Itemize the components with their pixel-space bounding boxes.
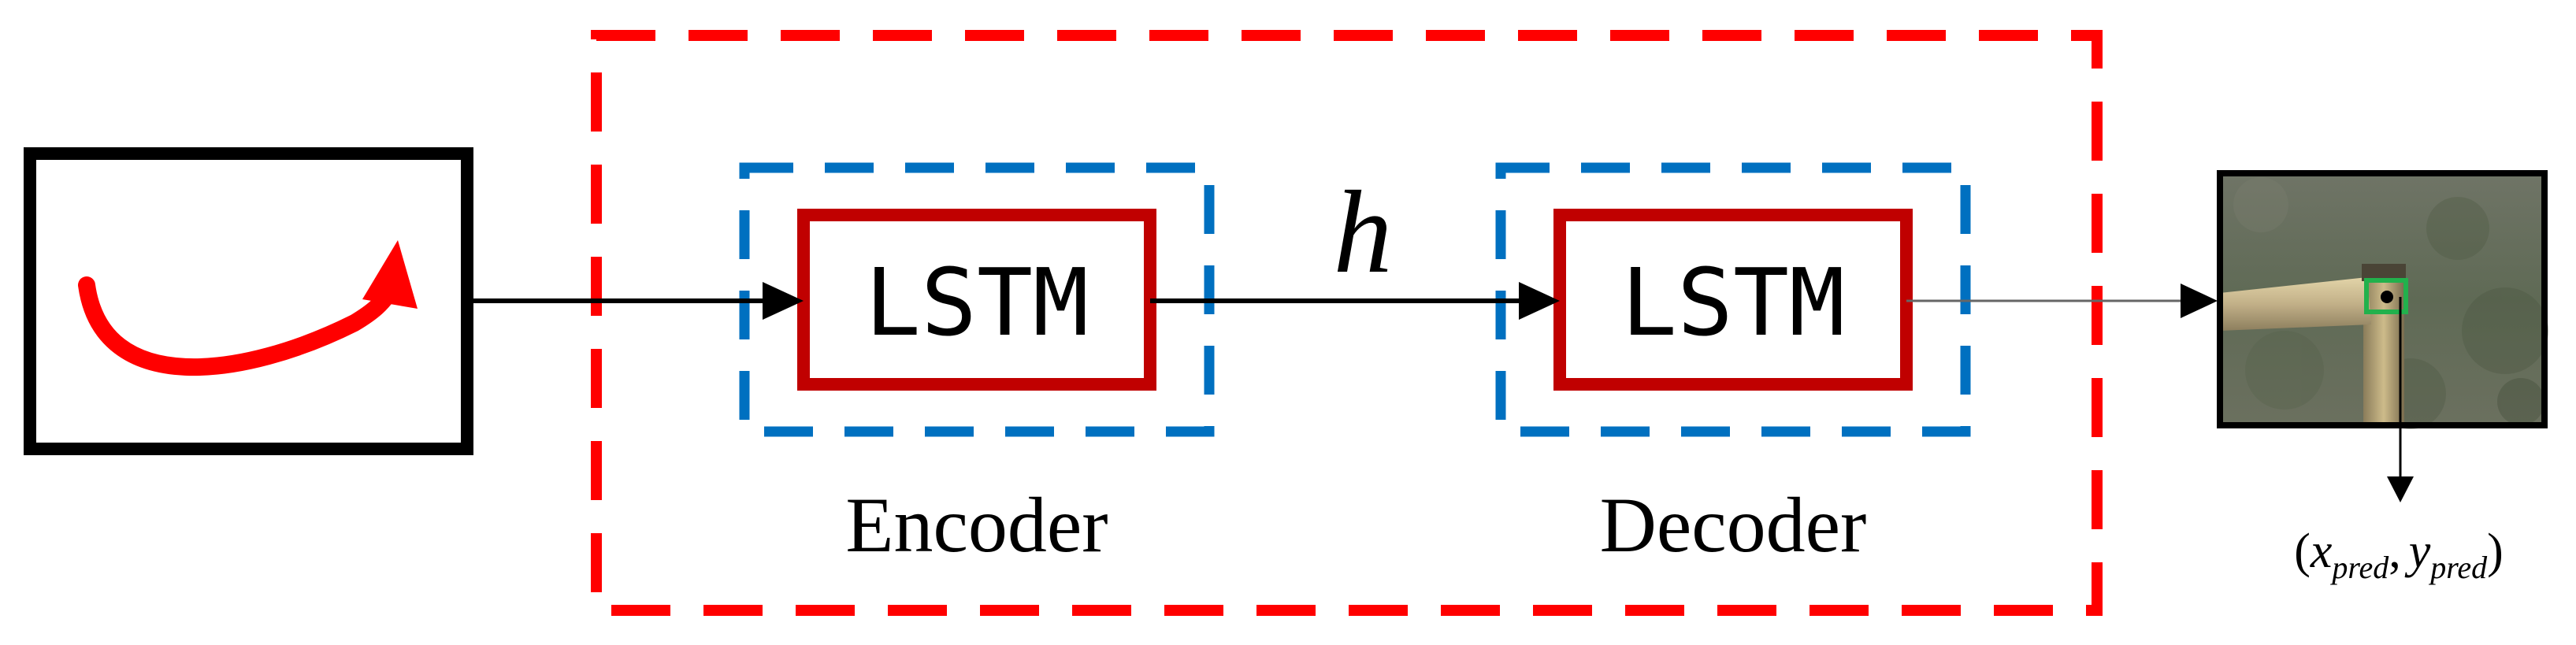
decoder-lstm-label: LSTM xyxy=(1621,248,1845,357)
predicted-coordinates: (xpred,ypred) xyxy=(2294,525,2504,585)
curved-arrow-icon xyxy=(78,240,418,376)
target-marker xyxy=(2364,278,2408,314)
encoder-lstm-label: LSTM xyxy=(865,248,1089,357)
encoder-lstm-cell: LSTM xyxy=(797,209,1156,391)
outer-dashed-box xyxy=(591,30,2103,616)
target-point xyxy=(2381,291,2393,303)
trajectory-input-box xyxy=(24,147,473,455)
prediction-arrow-head xyxy=(2387,476,2414,502)
hidden-state-symbol: h xyxy=(1334,167,1393,298)
output-arrow-head xyxy=(2181,284,2218,318)
hidden-state-arrow-head xyxy=(1519,282,1560,320)
decoder-lstm-cell: LSTM xyxy=(1553,209,1913,391)
decoder-caption: Decoder xyxy=(1600,481,1867,569)
camera-frame-thumbnail xyxy=(2217,170,2548,429)
input-arrow-head xyxy=(763,282,804,320)
encoder-caption: Encoder xyxy=(845,481,1108,569)
